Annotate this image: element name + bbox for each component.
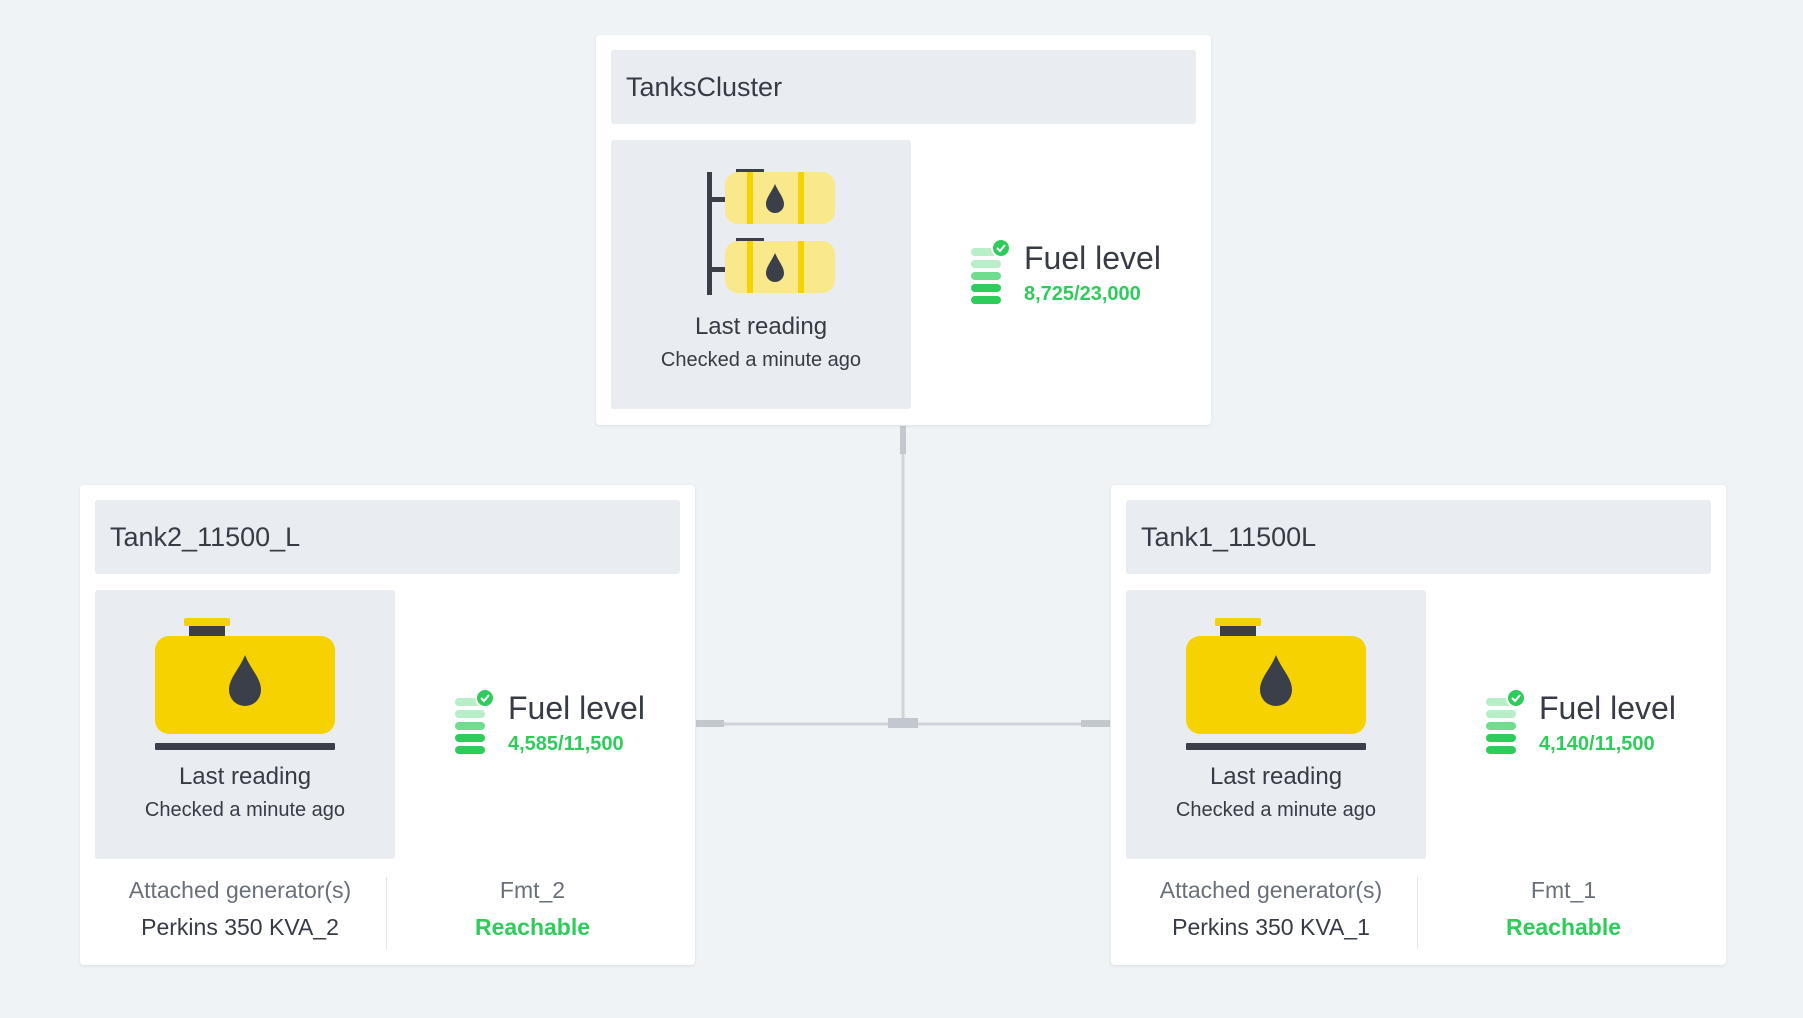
tank-reading-panel: Last reading Checked a minute ago	[95, 590, 395, 859]
footer-divider	[386, 877, 387, 949]
last-reading-time: Checked a minute ago	[144, 799, 346, 821]
tank-title: Tank1_11500L	[1126, 500, 1711, 574]
fuel-level-value: 4,140/11,500	[1539, 733, 1655, 755]
fuel-level-label: Fuel level	[1539, 690, 1676, 726]
fuel-level-check-icon	[1486, 690, 1526, 754]
fuel-level-value: 8,725/23,000	[1024, 283, 1141, 305]
footer-divider	[1417, 877, 1418, 949]
tank-footer: Attached generator(s) Perkins 350 KVA_1 …	[1126, 877, 1711, 953]
attached-generator-link[interactable]: Perkins 350 KVA_1	[1172, 914, 1370, 940]
device-name: Fmt_1	[1530, 877, 1597, 903]
attached-generator: Attached generator(s) Perkins 350 KVA_2	[95, 877, 385, 941]
fuel-level-value: 4,585/11,500	[508, 733, 624, 755]
attached-generator-label: Attached generator(s)	[128, 877, 352, 903]
last-reading-label: Last reading	[1209, 763, 1343, 790]
device-name: Fmt_2	[499, 877, 566, 903]
device-status: Fmt_2 Reachable	[387, 877, 678, 941]
fuel-level-check-icon	[971, 240, 1011, 304]
fuel-level: Fuel level 4,140/11,500	[1486, 690, 1706, 760]
tank-title: Tank2_11500_L	[95, 500, 680, 574]
attached-generator: Attached generator(s) Perkins 350 KVA_1	[1126, 877, 1416, 941]
device-status-value: Reachable	[474, 914, 591, 940]
fuel-level-label: Fuel level	[1024, 240, 1161, 276]
attached-generator-link[interactable]: Perkins 350 KVA_2	[141, 914, 339, 940]
device-status-value: Reachable	[1505, 914, 1622, 940]
fuel-tank-icon	[1186, 618, 1366, 750]
last-reading-label: Last reading	[178, 763, 312, 790]
tank-footer: Attached generator(s) Perkins 350 KVA_2 …	[95, 877, 680, 953]
cluster-reading-panel: Last reading Checked a minute ago	[611, 140, 911, 409]
last-reading-time: Checked a minute ago	[660, 349, 862, 371]
cluster-title: TanksCluster	[611, 50, 1196, 124]
fuel-level: Fuel level 4,585/11,500	[455, 690, 675, 760]
tank-reading-panel: Last reading Checked a minute ago	[1126, 590, 1426, 859]
device-status: Fmt_1 Reachable	[1418, 877, 1709, 941]
tank-card-tank2[interactable]: Tank2_11500_L Last reading Checked a min…	[80, 485, 695, 965]
fuel-tank-icon	[155, 618, 335, 750]
tank-cluster-icon	[707, 169, 835, 295]
last-reading-time: Checked a minute ago	[1175, 799, 1377, 821]
fuel-level-label: Fuel level	[508, 690, 645, 726]
tank-card-tank1[interactable]: Tank1_11500L Last reading Checked a minu…	[1111, 485, 1726, 965]
fuel-level: Fuel level 8,725/23,000	[971, 240, 1191, 310]
fuel-level-check-icon	[455, 690, 495, 754]
cluster-card[interactable]: TanksCluster Last reading Checked a minu…	[596, 35, 1211, 425]
attached-generator-label: Attached generator(s)	[1159, 877, 1383, 903]
last-reading-label: Last reading	[694, 313, 828, 340]
